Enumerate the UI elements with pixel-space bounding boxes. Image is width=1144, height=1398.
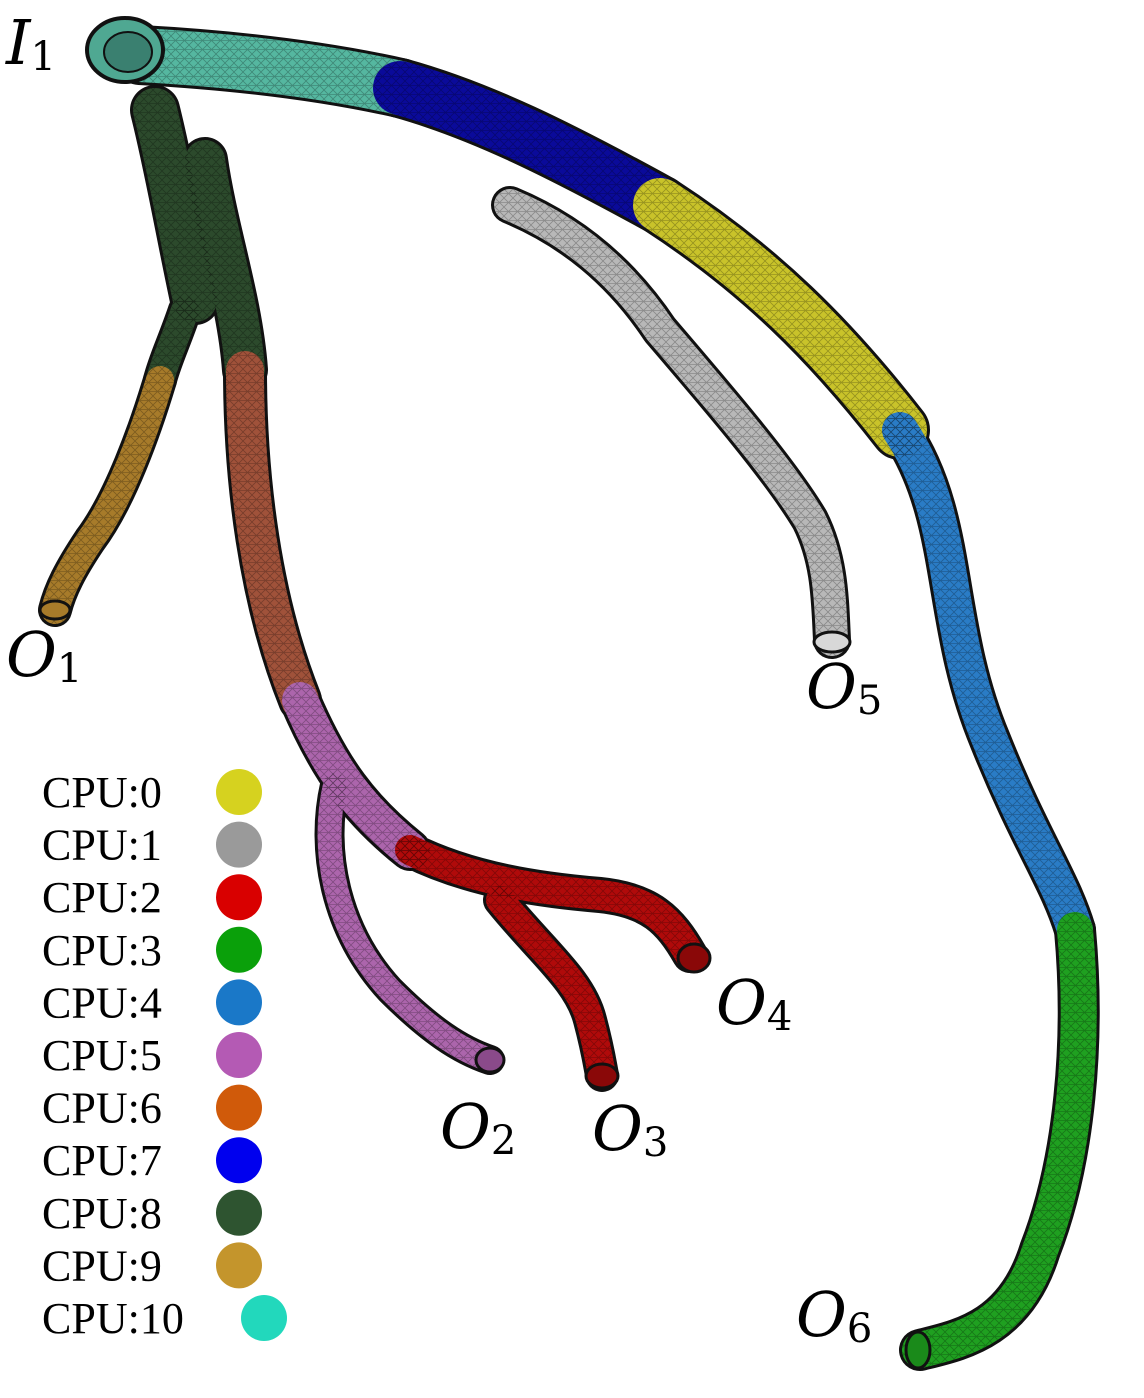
legend-swatch [216,1032,262,1078]
legend-swatch [216,979,262,1026]
outlet-cap-o2 [474,1046,506,1074]
legend-label: CPU:8 [42,1189,162,1238]
legend-swatch [216,1137,262,1184]
legend-swatch [216,769,262,815]
outlet-label-o4: O4 [716,966,792,1040]
outlet-cap-o5 [812,630,852,654]
legend-swatch [216,1242,262,1289]
outlet-cap-o6 [904,1330,932,1370]
legend-label: CPU:9 [42,1241,162,1290]
cpu-legend: CPU:0CPU:1CPU:2CPU:3CPU:4CPU:5CPU:6CPU:7… [42,768,287,1343]
inlet-opening-inner [103,31,153,73]
vessel-tree [38,16,1100,1371]
legend-swatch [216,1189,262,1236]
legend-item: CPU:3 [42,926,262,975]
outlet-cap-o4 [676,942,712,974]
legend-item: CPU:0 [42,768,262,817]
outlet-label-o2: O2 [440,1090,516,1164]
outlet-label-o5: O5 [806,650,882,724]
legend-swatch [216,1084,262,1131]
legend-swatch [241,1295,287,1341]
port-labels: I1 O1 O2 O3 O4 O5 O6 [5,6,882,1352]
legend-item: CPU:4 [42,978,262,1027]
legend-item: CPU:7 [42,1136,262,1185]
outlet-label-o1: O1 [6,618,82,692]
legend-label: CPU:7 [42,1136,162,1185]
legend-label: CPU:4 [42,978,162,1027]
outlet-label-o6: O6 [796,1278,872,1352]
legend-item: CPU:6 [42,1084,262,1133]
legend-swatch [216,874,262,921]
legend-item: CPU:5 [42,1031,262,1080]
legend-swatch [216,926,262,973]
outlet-label-o3: O3 [592,1092,668,1166]
mesh-overlay [41,28,1097,1368]
legend-label: CPU:3 [42,926,162,975]
legend-label: CPU:10 [42,1294,184,1343]
legend-label: CPU:6 [42,1084,162,1133]
legend-item: CPU:9 [42,1241,262,1290]
legend-label: CPU:1 [42,821,162,870]
legend-item: CPU:1 [42,821,262,870]
outlet-cap-o1 [38,599,72,621]
legend-item: CPU:8 [42,1189,262,1238]
inlet-label: I1 [5,6,56,80]
outlet-cap-o3 [584,1062,620,1090]
legend-label: CPU:5 [42,1031,162,1080]
legend-label: CPU:2 [42,873,162,922]
legend-swatch [216,821,262,868]
legend-item: CPU:10 [42,1294,287,1343]
vessel-openings [38,16,932,1370]
legend-label: CPU:0 [42,768,162,817]
legend-item: CPU:2 [42,873,262,922]
